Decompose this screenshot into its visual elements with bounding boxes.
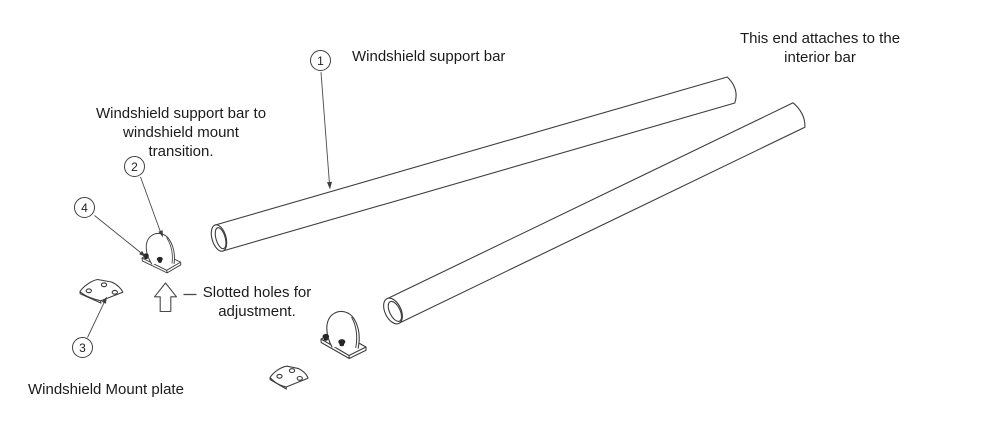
callout-2: 2: [124, 156, 145, 177]
label-mount-plate: Windshield Mount plate: [28, 381, 184, 398]
callout-3: 3: [72, 337, 93, 358]
support-bar-tube-2: [383, 102, 806, 325]
label-slotted-holes: Slotted holes for adjustment.: [202, 284, 312, 320]
callout-1: 1: [310, 50, 331, 71]
leader-line-1: [320, 72, 332, 190]
mount-plate-2: [269, 365, 309, 390]
transition-bracket-small: [139, 231, 182, 276]
label-interior-attach: This end attaches to the interior bar: [739, 30, 901, 66]
leader-line-4: [94, 215, 146, 257]
mount-plate-1: [79, 278, 124, 304]
callout-4: 4: [74, 197, 95, 218]
support-bar-tube-1: [210, 76, 737, 252]
leader-line-2: [140, 176, 163, 238]
label-transition: Windshield support bar to windshield mou…: [95, 105, 267, 160]
label-support-bar: Windshield support bar: [352, 48, 506, 65]
up-arrow-icon: [153, 282, 178, 313]
leader-line-3: [87, 296, 107, 338]
